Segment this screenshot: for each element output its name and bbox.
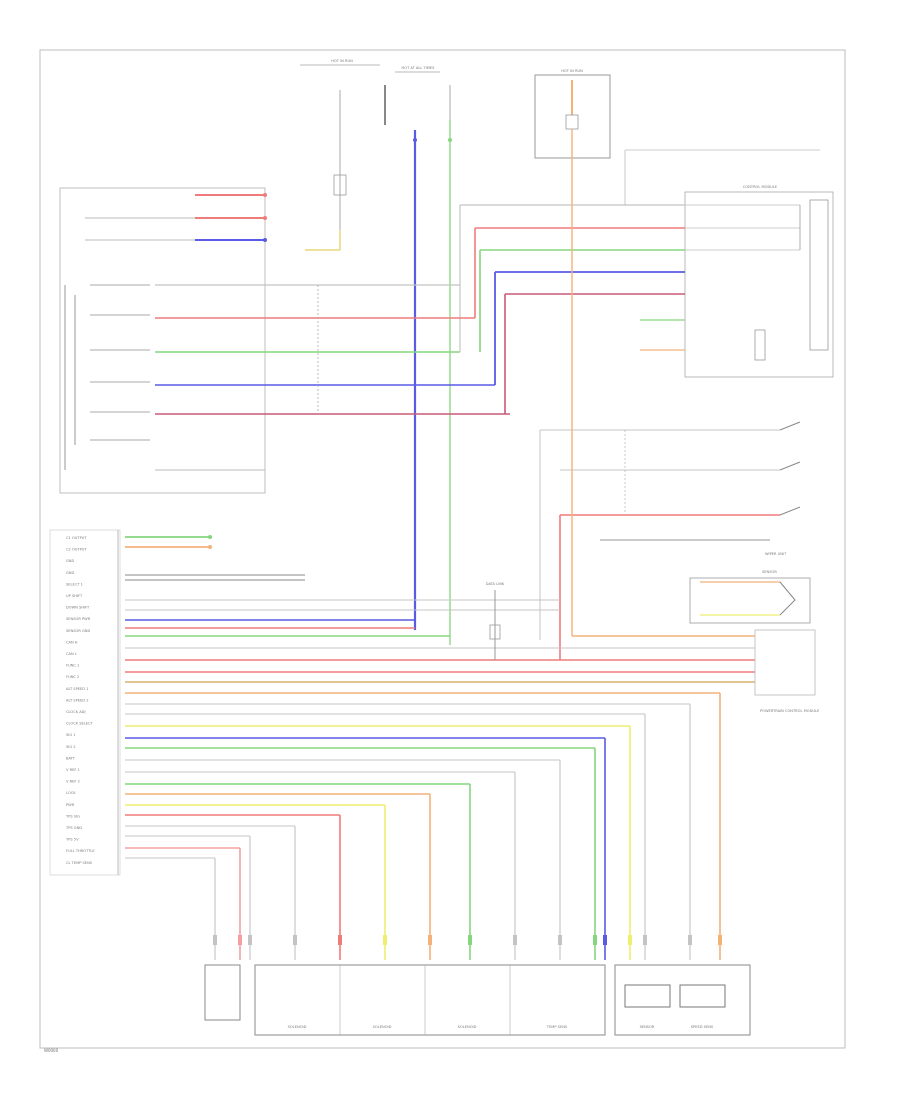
- pin-label: FUNC 2: [66, 675, 79, 679]
- switch-block: [59, 187, 510, 494]
- pin-label: V REF 2: [66, 780, 80, 784]
- terminal-pin: [628, 935, 632, 945]
- pin-label: SIG 1: [66, 733, 76, 737]
- supply-section: HOT IN RUN HOT AT ALL TIMES HOT IN RUN: [300, 59, 611, 645]
- terminal-pin: [558, 935, 562, 945]
- terminal-pin: [428, 935, 432, 945]
- hot-in-run-label-2: HOT IN RUN: [561, 69, 583, 73]
- pin-label: CAN H: [66, 640, 78, 644]
- pin-label: UP SHIFT: [66, 594, 83, 598]
- bottom-block-label: SOLENOID: [458, 1025, 477, 1029]
- pin-label: CLOCK ADJ: [66, 710, 86, 714]
- left-pin-labels: C1 OUTPUT C2 OUTPUT GND GND SELECT 1 UP SHIFT…: [65, 536, 95, 865]
- bottom-block-label: SOLENOID: [288, 1025, 307, 1029]
- bottom-block-label: SPEED SENS: [691, 1025, 714, 1029]
- terminal-pin: [248, 935, 252, 945]
- pin-label: TPS GND: [65, 826, 82, 830]
- pin-label: SENSOR PWR: [66, 617, 91, 621]
- pin-label: SIG 2: [66, 745, 76, 749]
- pin-label: CL TEMP SENS: [66, 861, 93, 865]
- pin-label: V REF 1: [66, 768, 80, 772]
- pin-label: ALT SPEED 1: [66, 687, 89, 691]
- terminal-pin: [513, 935, 517, 945]
- hot-in-run-label-1: HOT IN RUN: [331, 59, 353, 63]
- pin-label: SENSOR GND: [66, 629, 90, 633]
- terminal-pin: [293, 935, 297, 945]
- sensor-label: SENSOR: [762, 570, 777, 574]
- pin-label: TPS SIG: [65, 814, 80, 818]
- terminal-pin: [603, 935, 607, 945]
- terminal-pin: [238, 935, 242, 945]
- pin-label: C1 OUTPUT: [66, 536, 87, 540]
- bottom-block-label: SENSOR: [640, 1025, 655, 1029]
- pin-label: DOWN SHIFT: [66, 606, 90, 610]
- hot-at-all-times-label: HOT AT ALL TIMES: [402, 66, 436, 70]
- terminal-pin: [383, 935, 387, 945]
- control-module-label: CONTROL MODULE: [743, 185, 778, 189]
- pin-label: GND: [66, 571, 74, 575]
- pin-label: BATT: [66, 756, 76, 760]
- footer-code: W0000: [44, 1048, 59, 1053]
- wiper-unit-label: WIPER UNIT: [765, 552, 787, 556]
- left-connector-block: C1 OUTPUT C2 OUTPUT GND GND SELECT 1 UP SHIFT…: [49, 529, 755, 960]
- pin-label: CAN L: [66, 652, 77, 656]
- terminal-pin: [468, 935, 472, 945]
- terminal-pin: [338, 935, 342, 945]
- terminal-pin: [643, 935, 647, 945]
- data-link-label: DATA LINK: [486, 582, 505, 586]
- terminal-pin: [213, 935, 217, 945]
- pin-label: C2 OUTPUT: [66, 548, 87, 552]
- pin-label: CLOCK SELECT: [66, 722, 94, 726]
- powertrain-connector: POWERTRAIN CONTROL MODULE: [754, 629, 820, 713]
- pin-label: FULL THROTTLE: [66, 849, 95, 853]
- wiper-switch-block: WIPER UNIT SENSOR: [539, 129, 811, 660]
- terminal-pin: [688, 935, 692, 945]
- pin-label: GND: [66, 559, 74, 563]
- pin-label: FUNC 1: [66, 664, 79, 668]
- pin-label: LOCK: [66, 791, 76, 795]
- pin-label: ALT SPEED 2: [66, 698, 89, 702]
- bottom-component-row: SOLENOID SOLENOID SOLENOID TEMP SENS SENSOR S…: [204, 964, 751, 1036]
- powertrain-label: POWERTRAIN CONTROL MODULE: [760, 709, 820, 713]
- data-link-connector: DATA LINK: [486, 582, 505, 660]
- bottom-block-label: SOLENOID: [373, 1025, 392, 1029]
- pin-label: TPS 5V: [65, 838, 79, 842]
- bottom-block-label: TEMP SENS: [546, 1025, 568, 1029]
- control-module-box: CONTROL MODULE: [415, 149, 834, 414]
- pin-label: SELECT 1: [66, 582, 83, 586]
- terminal-pin: [718, 935, 722, 945]
- terminal-pin: [593, 935, 597, 945]
- harness-lines: [125, 599, 755, 960]
- diagram-frame: [39, 49, 846, 1049]
- pin-label: PWR: [66, 803, 75, 807]
